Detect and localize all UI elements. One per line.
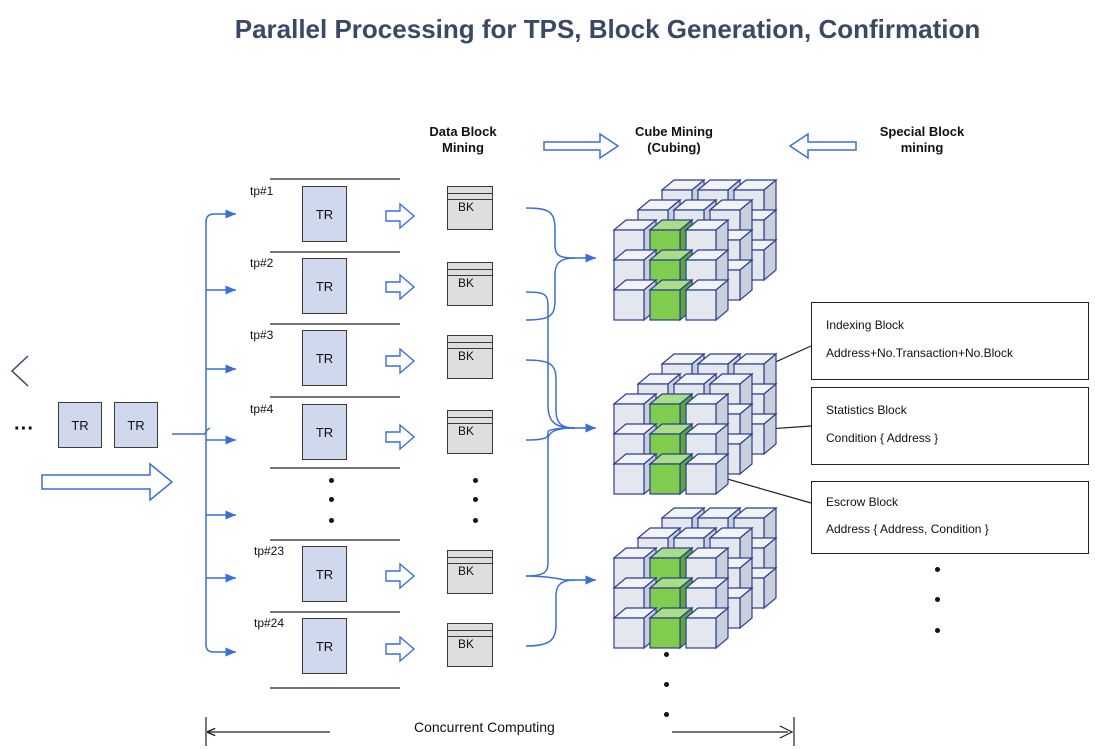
header-cube-mining: Cube Mining (Cubing) bbox=[635, 124, 713, 155]
input-tr-1: TR bbox=[58, 402, 102, 448]
bk-label: BK bbox=[458, 200, 475, 214]
bk-label: BK bbox=[458, 424, 475, 438]
grey-cube bbox=[684, 278, 730, 322]
header-data-block-mining: Data Block Mining bbox=[429, 124, 497, 155]
pipeline-label: tp#23 bbox=[254, 544, 285, 558]
pipeline-label: tp#24 bbox=[254, 616, 285, 630]
back-chevron-icon bbox=[10, 355, 29, 387]
pipeline-bk-block: BK bbox=[447, 550, 493, 594]
arrow-left-hollow bbox=[788, 132, 857, 160]
pipeline-label: tp#2 bbox=[250, 256, 274, 270]
pipeline-label: tp#3 bbox=[250, 328, 274, 342]
arrow-right-hollow bbox=[543, 132, 620, 160]
pipeline-tr-block: TR bbox=[302, 258, 347, 314]
pipeline-label: tp#1 bbox=[250, 184, 274, 198]
cube-stacks bbox=[612, 178, 778, 650]
escrow-block-detail: Address { Address, Condition } bbox=[826, 522, 989, 536]
escrow-block-name: Escrow Block bbox=[826, 495, 899, 509]
concurrent-computing-label: Concurrent Computing bbox=[414, 719, 555, 735]
indexing-block-name: Indexing Block bbox=[826, 318, 905, 332]
pipeline-bk-block: BK bbox=[447, 410, 493, 454]
pipeline-tr-block: TR bbox=[302, 618, 347, 674]
bk-label: BK bbox=[458, 564, 475, 578]
pipeline-bk-block: BK bbox=[447, 623, 493, 667]
bk-label: BK bbox=[458, 349, 475, 363]
pipeline-bk-block: BK bbox=[447, 262, 493, 306]
escrow-block-box: Escrow Block Address { Address, Conditio… bbox=[811, 481, 1089, 554]
input-tr-2: TR bbox=[114, 402, 158, 448]
input-arrow-hollow bbox=[41, 462, 174, 502]
statistics-block-detail: Condition { Address } bbox=[826, 431, 939, 445]
tr-to-bk-arrows bbox=[385, 202, 416, 663]
pipeline-label: tp#4 bbox=[250, 402, 274, 416]
grey-cube bbox=[612, 606, 658, 650]
statistics-block-name: Statistics Block bbox=[826, 403, 907, 417]
page-title: Parallel Processing for TPS, Block Gener… bbox=[234, 14, 981, 44]
indexing-block-detail: Address+No.Transaction+No.Block bbox=[826, 346, 1013, 360]
bk-label: BK bbox=[458, 637, 475, 651]
pipeline-tr-block: TR bbox=[302, 404, 347, 460]
indexing-block-box: Indexing Block Address+No.Transaction+No… bbox=[811, 302, 1089, 380]
grey-cube bbox=[684, 606, 730, 650]
green-cube bbox=[648, 278, 694, 322]
pipeline-bk-block: BK bbox=[447, 186, 493, 230]
pipeline-bk-block: BK bbox=[447, 335, 493, 379]
grey-cube bbox=[684, 452, 730, 496]
header-special-block-mining: Special Block mining bbox=[879, 124, 965, 155]
pipeline-tr-block: TR bbox=[302, 330, 347, 386]
pipeline-tr-block: TR bbox=[302, 546, 347, 602]
statistics-block-box: Statistics Block Condition { Address } bbox=[811, 387, 1089, 465]
input-ellipsis: ··· bbox=[14, 418, 34, 440]
pipeline-tr-block: TR bbox=[302, 186, 347, 242]
bk-label: BK bbox=[458, 276, 475, 290]
